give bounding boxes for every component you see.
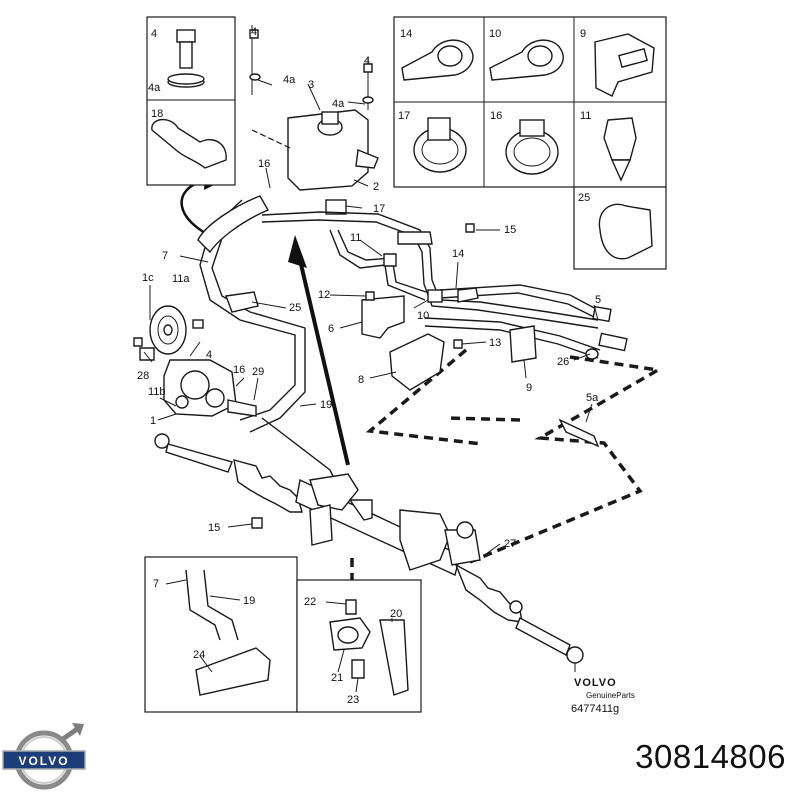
volvo-logo-text: VOLVO	[18, 754, 69, 768]
callout-15-bottom: 15	[208, 522, 220, 534]
callout-3: 3	[308, 79, 314, 91]
volvo-wordmark-small: VOLVO	[574, 677, 617, 689]
callout-13: 13	[489, 337, 501, 349]
callout-15-top: 15	[504, 224, 516, 236]
callout-4-pump: 4	[206, 349, 212, 361]
callout-25-main: 25	[289, 302, 301, 314]
callout-5a: 5a	[586, 392, 599, 404]
callout-4-inset: 4	[151, 28, 157, 40]
volvo-logo: VOLVO	[2, 723, 86, 790]
callout-29: 29	[252, 366, 264, 378]
steering-rack	[154, 433, 584, 672]
callout-4-top: 4	[251, 26, 257, 38]
callout-4a-right: 4a	[332, 98, 345, 110]
callout-11-inset: 11	[580, 110, 591, 122]
callout-11-main: 11	[350, 232, 361, 244]
callout-14-inset: 14	[400, 28, 412, 40]
callout-11b: 11b	[148, 386, 166, 398]
callout-24: 24	[193, 649, 205, 661]
inset-grid-clips	[393, 16, 667, 270]
callout-16-top: 16	[258, 158, 270, 170]
callout-14-main: 14	[452, 248, 464, 260]
reservoir-assembly	[249, 25, 379, 215]
screws	[133, 29, 475, 529]
part-number: 30814806	[635, 738, 786, 775]
callout-16-inset: 16	[490, 110, 502, 122]
callout-7-main: 7	[162, 250, 168, 262]
drawing-code: 6477411g	[571, 703, 619, 715]
leader-lines	[143, 79, 599, 693]
callout-23: 23	[347, 694, 359, 706]
genuine-parts-mark: VOLVO GenuineParts 6477411g	[571, 677, 635, 715]
callout-2: 2	[373, 181, 379, 193]
callout-26: 26	[557, 356, 569, 368]
callout-19-inset: 19	[243, 595, 255, 607]
callout-17-main: 17	[373, 203, 385, 215]
callout-18: 18	[151, 108, 163, 120]
callout-7-inset: 7	[153, 578, 159, 590]
hoses	[197, 195, 628, 481]
callout-labels: 4 4a 18 4 4a 3 4 4a 16 2 17 14 10 9 17 1…	[137, 26, 601, 706]
callout-21: 21	[331, 672, 343, 684]
callout-25-inset: 25	[578, 192, 590, 204]
callout-12: 12	[318, 289, 330, 301]
callout-4a-inset: 4a	[148, 82, 161, 94]
genuine-parts-label: GenuineParts	[586, 691, 635, 700]
dashed-connection-lines	[350, 348, 664, 590]
callout-4-right: 4	[364, 55, 370, 67]
inset-box-bolt-clamp	[146, 16, 236, 186]
brackets	[225, 253, 600, 448]
callout-10-inset: 10	[489, 28, 501, 40]
pump-assembly	[139, 285, 257, 417]
callout-19-main: 19	[320, 399, 332, 411]
callout-28: 28	[137, 370, 149, 382]
callout-9-inset: 9	[580, 28, 586, 40]
callout-22: 22	[304, 596, 316, 608]
callout-16-pump: 16	[233, 364, 245, 376]
callout-4a-top: 4a	[283, 74, 296, 86]
callout-27: 27	[504, 538, 516, 550]
callout-11a: 11a	[172, 273, 190, 285]
callout-17-inset: 17	[398, 110, 410, 122]
callout-1c: 1c	[142, 272, 154, 284]
callout-10-main: 10	[417, 310, 429, 322]
flow-arrows	[180, 172, 350, 466]
callout-20: 20	[390, 608, 402, 620]
inset-box-bottom	[144, 556, 422, 713]
callout-1: 1	[150, 415, 156, 427]
callout-6: 6	[328, 323, 334, 335]
callout-5: 5	[595, 294, 601, 306]
callout-9-main: 9	[526, 382, 532, 394]
callout-8: 8	[358, 374, 364, 386]
